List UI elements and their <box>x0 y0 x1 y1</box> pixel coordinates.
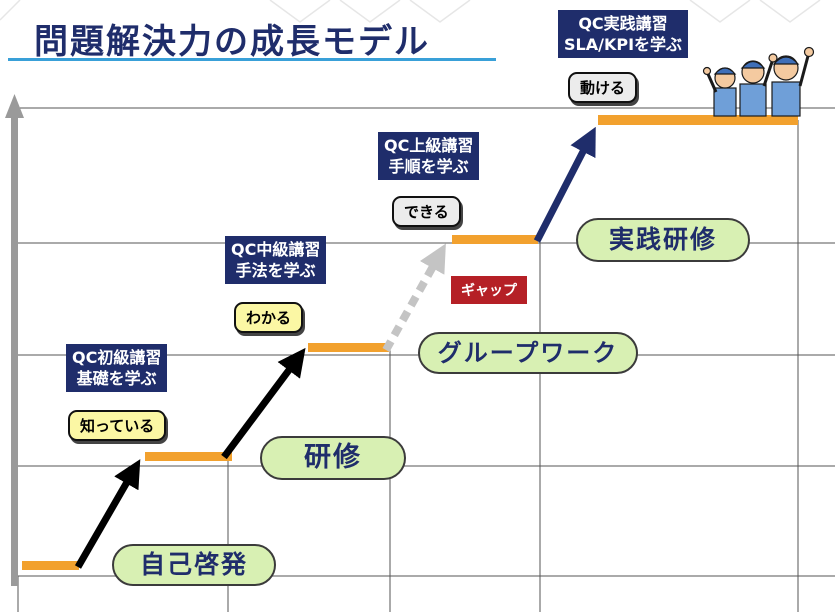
upward-axis-arrow-icon <box>5 94 24 586</box>
course-box-beginner: QC初級講習 基礎を学ぶ <box>66 344 168 392</box>
vertical-grid-lines <box>17 120 799 612</box>
level-bubble-can-act: 動ける <box>568 72 638 103</box>
step-bar-2 <box>145 452 232 461</box>
background-pattern <box>0 0 821 23</box>
method-pill-group-work: グループワーク <box>418 332 638 374</box>
course-name: QC上級講習 <box>384 136 474 155</box>
step-bars <box>22 115 798 570</box>
course-box-practical: QC実践講習 SLA/KPIを学ぶ <box>558 10 689 58</box>
level-bubble-understand: わかる <box>234 302 304 333</box>
level-bubble-can-do: できる <box>392 196 461 227</box>
step-bar-3 <box>308 343 390 352</box>
growth-arrow-2 <box>221 347 306 460</box>
method-pill-self-study: 自己啓発 <box>112 544 276 586</box>
method-pill-training: 研修 <box>260 436 406 480</box>
growth-arrow-1 <box>74 459 141 569</box>
course-name: QC中級講習 <box>231 240 321 259</box>
course-name: QC初級講習 <box>72 348 162 367</box>
title-underline <box>8 58 496 61</box>
gap-label: ギャップ <box>451 276 527 304</box>
growth-arrow-3 <box>533 126 596 243</box>
course-box-intermediate: QC中級講習 手法を学ぶ <box>225 236 327 284</box>
cheering-workers-icon <box>702 46 815 117</box>
level-bubble-know: 知っている <box>68 410 167 441</box>
step-bar-1 <box>22 561 79 570</box>
course-box-advanced: QC上級講習 手順を学ぶ <box>378 132 480 180</box>
course-name: QC実践講習 <box>578 14 668 33</box>
course-goal: SLA/KPIを学ぶ <box>564 35 683 54</box>
course-goal: 手順を学ぶ <box>388 157 469 176</box>
gap-arrow <box>382 243 446 352</box>
step-bar-5 <box>598 115 798 125</box>
course-goal: 手法を学ぶ <box>235 261 316 280</box>
method-pill-practical-training: 実践研修 <box>576 218 750 262</box>
step-bar-4 <box>452 235 538 244</box>
course-goal: 基礎を学ぶ <box>76 369 157 388</box>
page-title: 問題解決力の成長モデル <box>34 22 430 62</box>
